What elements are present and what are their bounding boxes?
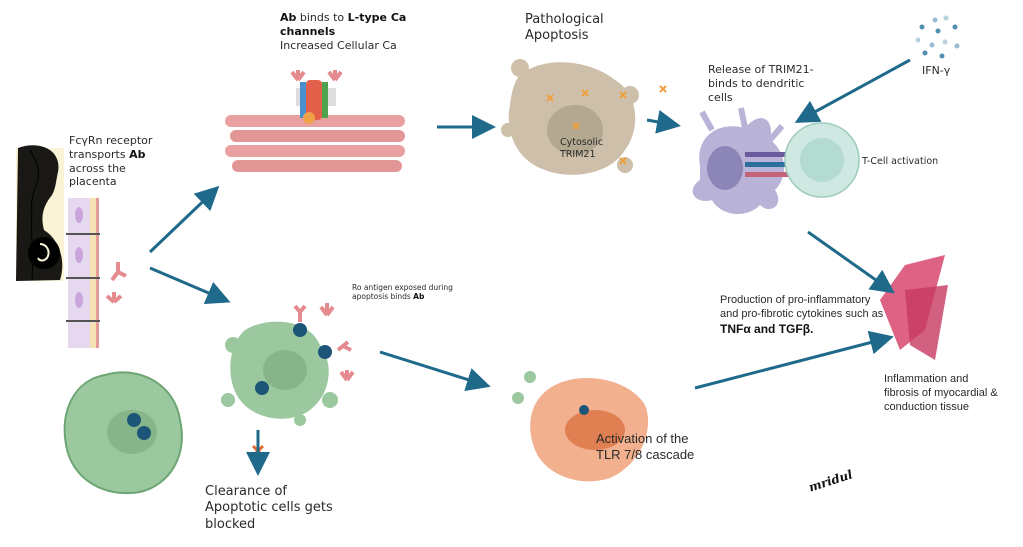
arrow-tlr-to-fibrosis: [694, 330, 894, 390]
dendritic-cell-icon: [692, 107, 790, 215]
placenta-tissue-icon: [66, 198, 100, 348]
ro-antigen-icon: [127, 413, 151, 440]
pathological-apoptosis-label: Pathological Apoptosis: [525, 12, 604, 44]
apoptotic-green-cell-icon: [221, 321, 338, 426]
tlr-activation-label: Activation of the TLR 7/8 cascade: [596, 431, 695, 463]
arrow-ro-to-tlr: [379, 350, 491, 392]
cardiomyocyte-cell-icon: [63, 371, 183, 495]
arrow-placenta-to-heart: [148, 185, 220, 254]
ifn-gamma-label: IFN-γ: [922, 64, 951, 77]
t-cell-icon: [784, 122, 860, 198]
cytokine-production-label: Production of pro-inflammatory and pro-f…: [720, 294, 884, 336]
arrow-tcell-to-fibrosis: [807, 230, 895, 294]
t-cell-activation-label: T-Cell activation: [862, 156, 939, 167]
ro-antigen-label: Ro antigen exposed during apoptosis bind…: [352, 283, 453, 302]
placenta-transport-label: FcγRn receptor transports Ab across the …: [69, 134, 153, 189]
trim21-release-label: Release of TRIM21-binds to dendritic cel…: [708, 63, 814, 104]
antibody-icon: [105, 262, 127, 304]
trim21-icon: [546, 85, 667, 165]
pregnant-woman-icon: [16, 145, 64, 281]
svg-text:.: .: [580, 128, 581, 133]
arrows: [148, 58, 911, 476]
arrow-ifn-to-dendritic: [794, 58, 911, 123]
cardiomyocyte-fibers-icon: [225, 70, 405, 172]
clearance-blocked-label: Clearance of Apoptotic cells gets blocke…: [205, 484, 333, 532]
tlr-activated-cell-icon: [512, 371, 649, 482]
fibrosis-label: Inflammation and fibrosis of myocardial …: [884, 373, 998, 413]
cytosolic-trim21-label: Cytosolic TRIM21: [560, 137, 604, 160]
arrow-placenta-to-apoptosis: [149, 266, 231, 304]
ifn-gamma-particles-icon: [915, 15, 960, 59]
fibrotic-tissue-icon: [880, 255, 948, 360]
arrow-apoptosis-to-dendritic: [646, 110, 681, 134]
apoptotic-cell-icon: .: [501, 59, 639, 175]
antibody-icon: [293, 303, 355, 382]
